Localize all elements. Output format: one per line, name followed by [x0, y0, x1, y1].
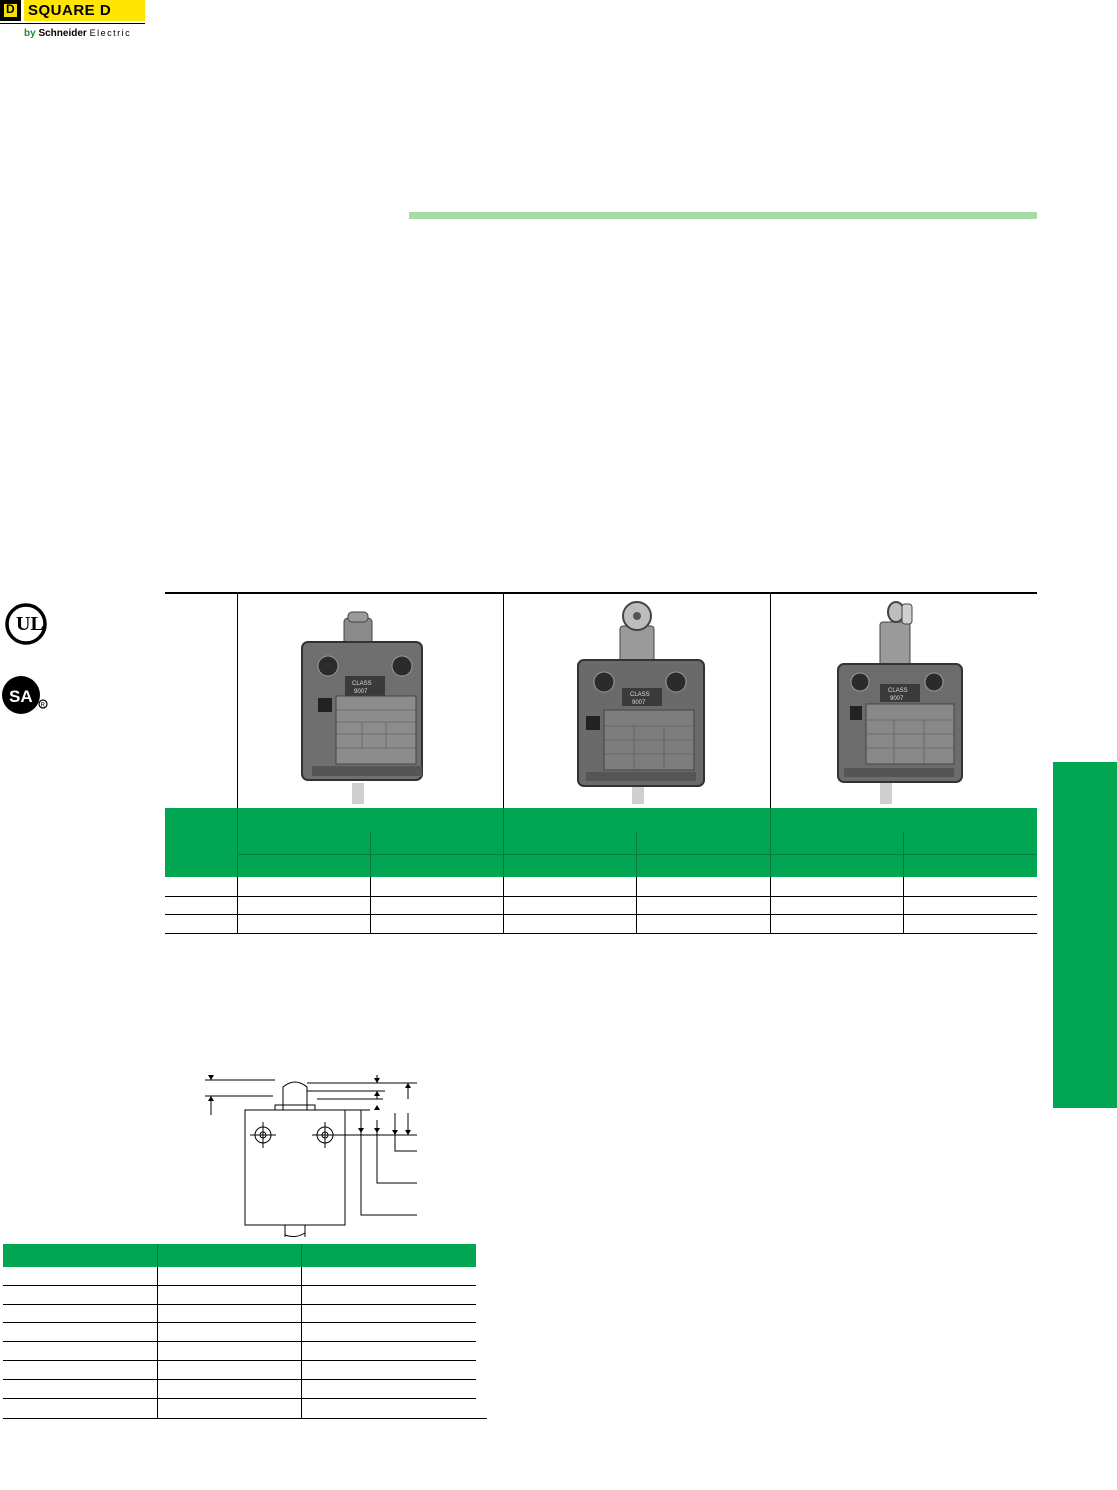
square-d-logo-mark: D: [0, 0, 21, 21]
brand-band: [24, 0, 145, 21]
dimension-table-row-rule: [3, 1360, 476, 1361]
table-row-rule: [165, 896, 1037, 897]
dimension-table-bottom-rule: [3, 1418, 487, 1419]
dimension-table-header: [3, 1244, 476, 1267]
table-subcol-divider: [636, 877, 637, 934]
dimension-table-row-rule: [3, 1341, 476, 1342]
header-row-divider: [237, 854, 1037, 855]
plunger-actuator-switch-photo: CLASS 9007: [301, 611, 423, 804]
header-col-divider: [237, 808, 238, 877]
product-table-header: [165, 808, 1037, 877]
dimension-table-row-rule: [3, 1398, 476, 1399]
svg-text:SA: SA: [9, 687, 33, 706]
dimension-table-col-divider: [301, 1267, 302, 1419]
svg-text:CLASS: CLASS: [630, 692, 650, 698]
svg-text:9007: 9007: [890, 696, 904, 702]
brand-byline: by Schneider Electric: [24, 28, 132, 39]
cross-roller-plunger-switch-photo: CLASS 9007: [837, 601, 963, 804]
dimension-table-row-rule: [3, 1285, 476, 1286]
table-col-divider: [770, 594, 771, 934]
section-side-tab[interactable]: [1053, 762, 1117, 1108]
svg-text:R: R: [41, 703, 46, 709]
header-col-divider: [770, 808, 771, 877]
dimension-table-row-rule: [3, 1379, 476, 1380]
dimension-table-row-rule: [3, 1304, 476, 1305]
svg-text:CLASS: CLASS: [352, 681, 372, 687]
table-bottom-rule: [165, 933, 1037, 934]
header-col-divider: [503, 808, 504, 877]
table-subcol-divider: [903, 877, 904, 934]
dimension-table-col-divider: [157, 1267, 158, 1419]
dimension-table-row-rule: [3, 1322, 476, 1323]
svg-text:CLASS: CLASS: [888, 688, 908, 694]
table-col-divider: [503, 594, 504, 934]
logo-divider: [0, 23, 145, 24]
ul-listed-icon: UL: [5, 603, 47, 645]
table-row-rule: [165, 914, 1037, 915]
brand-name: SQUARE D: [28, 2, 112, 19]
table-col-divider: [237, 594, 238, 934]
product-table-top-rule: [165, 592, 1037, 594]
roller-plunger-switch-photo: CLASS 9007: [577, 601, 705, 804]
csa-certified-icon: SA R: [2, 676, 48, 714]
svg-text:9007: 9007: [632, 700, 646, 706]
svg-text:9007: 9007: [354, 689, 368, 695]
dimension-drawing: [205, 1075, 417, 1238]
section-accent-bar: [409, 212, 1037, 219]
table-subcol-divider: [370, 877, 371, 934]
svg-text:UL: UL: [16, 613, 44, 635]
